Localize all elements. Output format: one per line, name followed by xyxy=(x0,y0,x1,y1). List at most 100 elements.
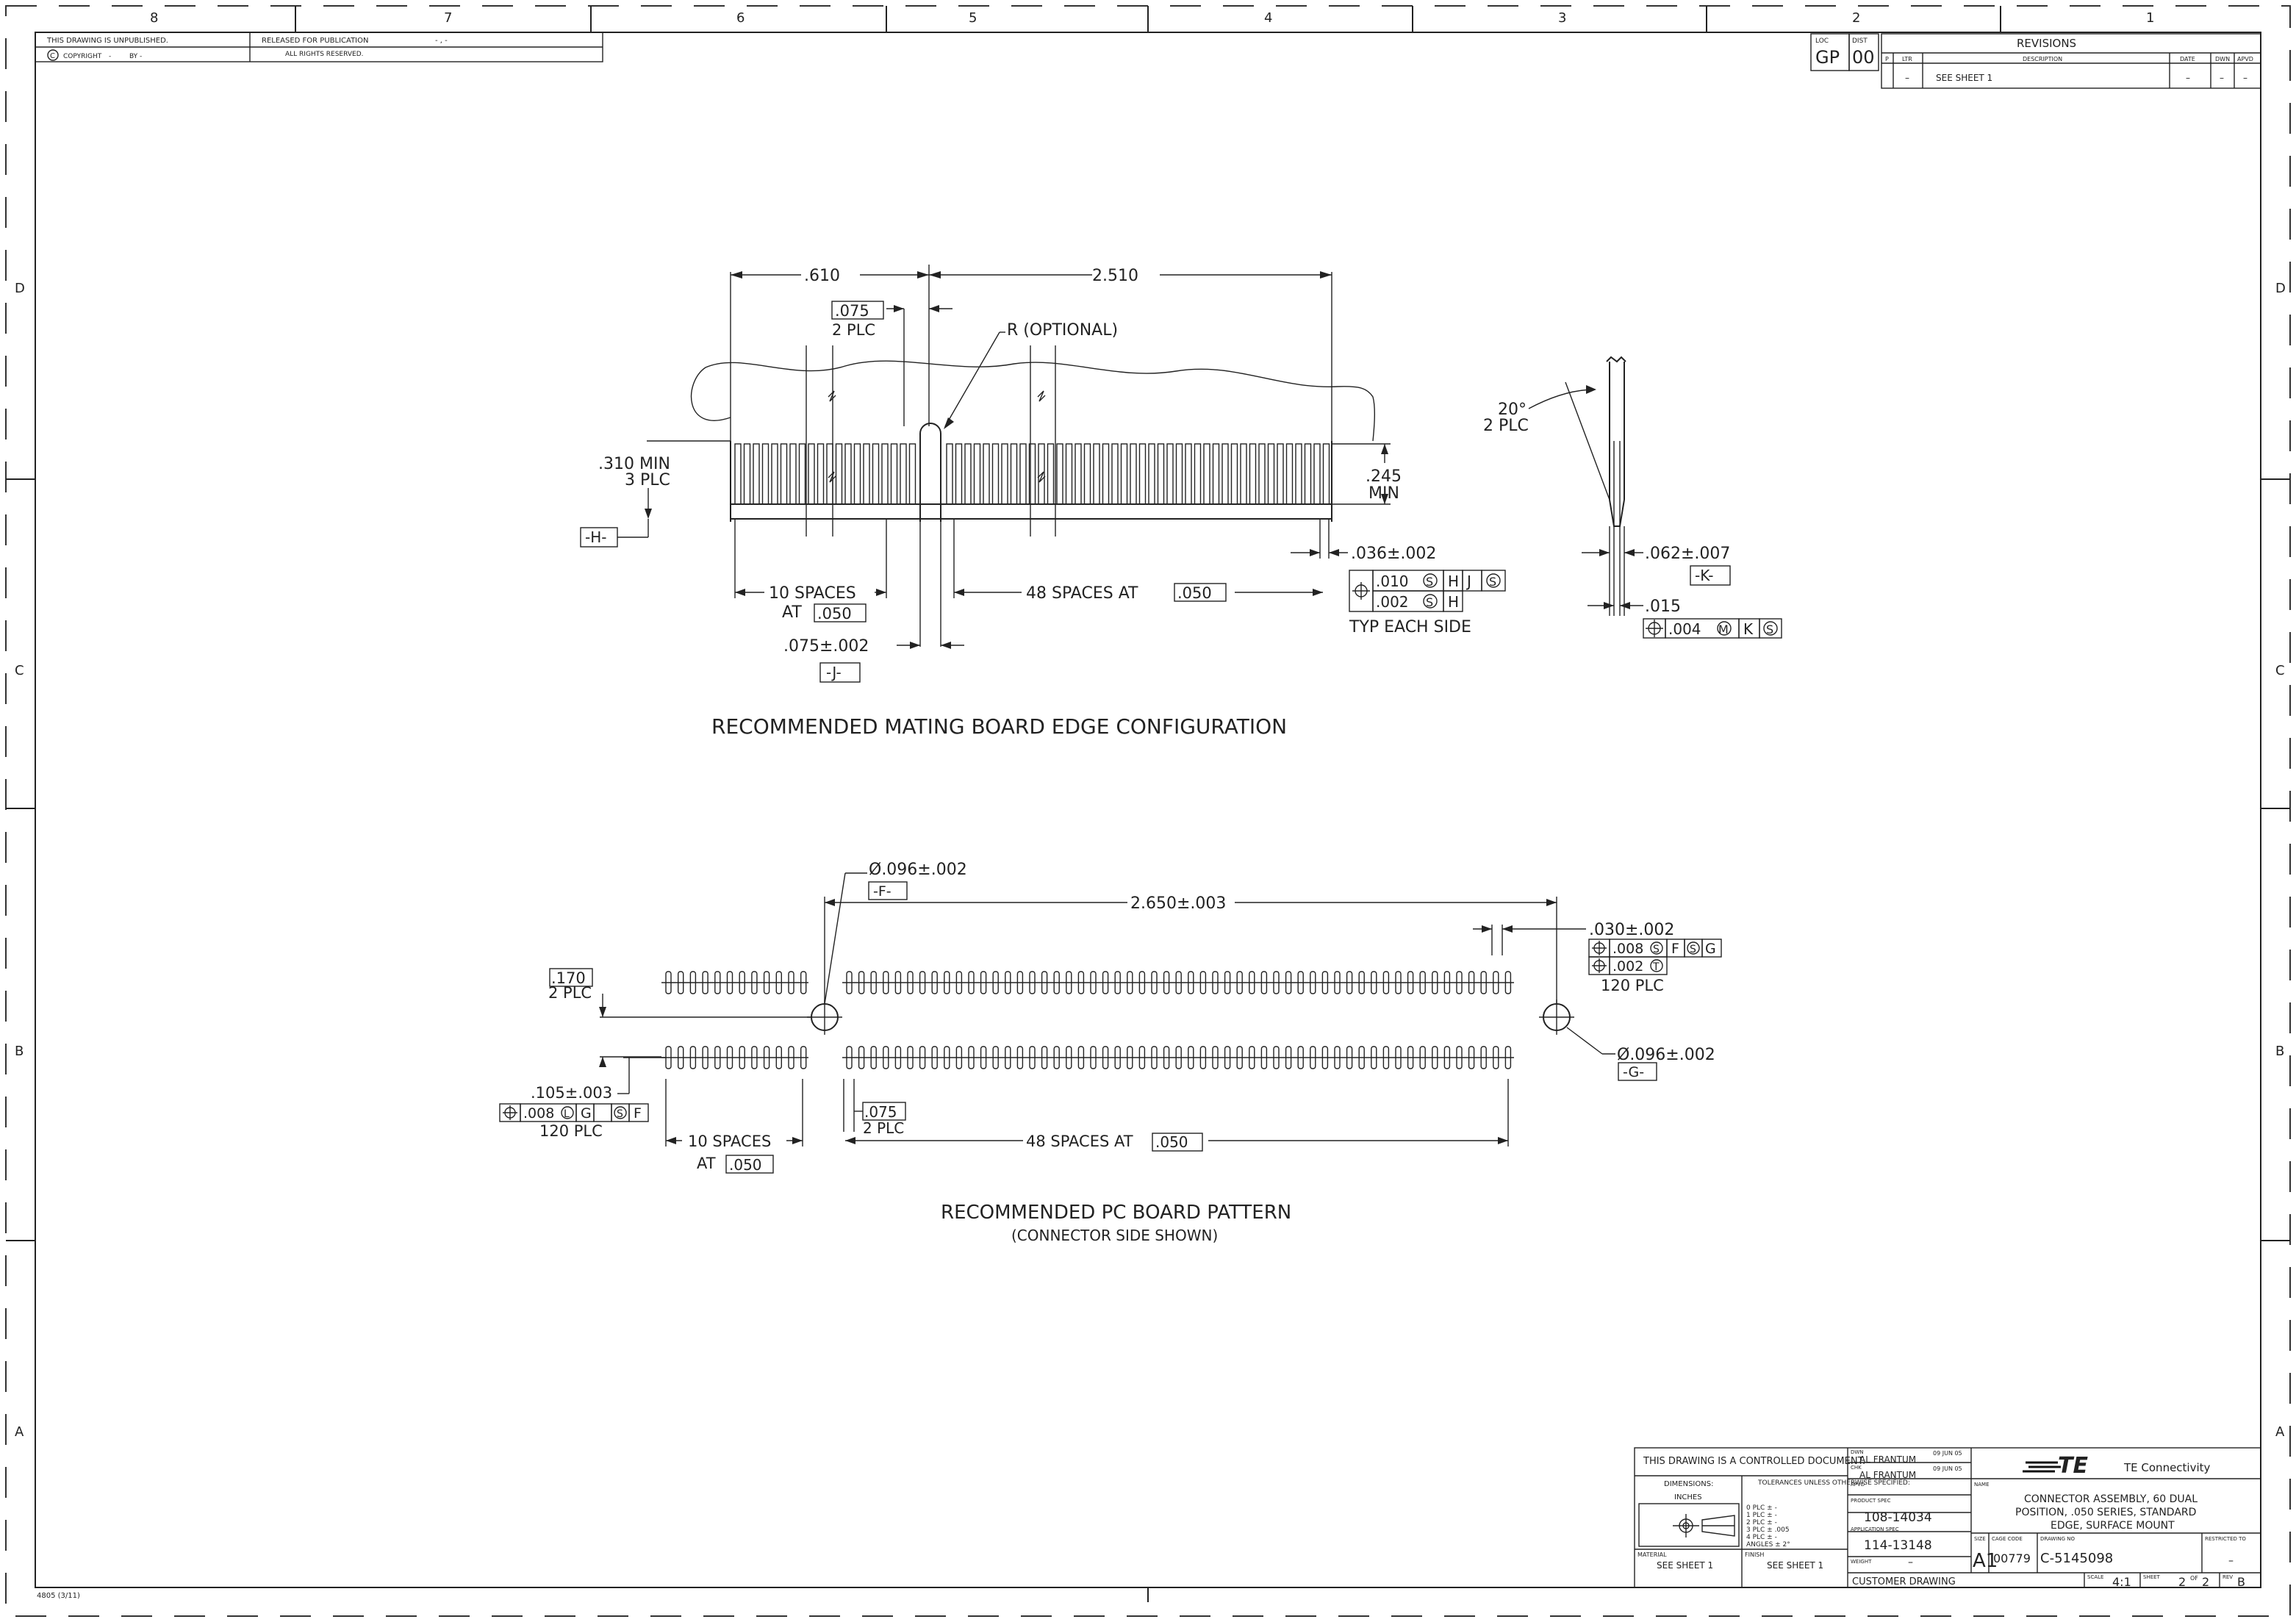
fcf-pads-ref-g: G xyxy=(1705,941,1716,957)
board-finger xyxy=(955,443,963,505)
plc3: 3 PLC xyxy=(625,471,670,489)
plc2-bottom: 2 PLC xyxy=(863,1119,904,1137)
datum-k: -K- xyxy=(1695,567,1713,584)
title-block: THIS DRAWING IS A CONTROLLED DOCUMENT. D… xyxy=(1634,1447,2261,1589)
plc120-right: 120 PLC xyxy=(1601,977,1664,994)
board-finger xyxy=(1056,443,1063,505)
at-top: AT xyxy=(782,603,802,622)
dim-310: .310 MIN xyxy=(598,455,670,473)
board-finger xyxy=(771,443,778,505)
board-finger xyxy=(844,443,852,505)
dwn-name: AL FRANTUM xyxy=(1859,1454,1916,1465)
dia-g: Ø.096±.002 xyxy=(1617,1046,1715,1064)
dist-value: 00 xyxy=(1852,47,1875,68)
zone-right-A: A xyxy=(2275,1424,2285,1440)
product-spec: 108-14034 xyxy=(1864,1510,1932,1525)
board-side-view: 20° 2 PLC .062±.007 -K- .015 .004 M K S xyxy=(1483,356,1782,639)
zone-labels: 8 7 6 5 4 3 2 1 D C B A D C B A xyxy=(15,10,2286,1440)
chk-name: AL FRANTUM xyxy=(1859,1470,1916,1480)
scale-label: SCALE xyxy=(2087,1574,2103,1580)
zone-right-B: B xyxy=(2275,1044,2284,1059)
fcf-left-val: .008 xyxy=(523,1105,554,1122)
dim-105: .105±.003 xyxy=(531,1084,612,1102)
tolerances-label: TOLERANCES UNLESS OTHERWISE SPECIFIED: xyxy=(1757,1479,1910,1487)
zone-right-D: D xyxy=(2275,281,2286,296)
rev-col-ltr: LTR xyxy=(1902,56,1912,62)
fcf-edge-mod1: S xyxy=(1426,575,1433,589)
board-finger xyxy=(1258,443,1266,505)
dwn-date: 09 JUN 05 xyxy=(1933,1450,1962,1457)
side-plc2: 2 PLC xyxy=(1483,417,1529,435)
tol-row-0: 0 PLC ± - xyxy=(1746,1504,1777,1512)
board-finger xyxy=(1267,443,1275,505)
rev-value: B xyxy=(2237,1575,2245,1589)
board-finger xyxy=(1249,443,1257,505)
fcf-left-ref-f: F xyxy=(634,1105,642,1122)
sheet-total: 2 xyxy=(2202,1575,2209,1589)
board-finger xyxy=(1102,443,1110,505)
copyright-dash: - xyxy=(109,53,111,60)
application-spec: 114-13148 xyxy=(1864,1538,1932,1553)
zone-top-4: 4 xyxy=(1264,10,1272,26)
board-finger xyxy=(734,443,742,505)
typ-each-side: TYP EACH SIDE xyxy=(1349,618,1471,636)
dim-170: .170 xyxy=(551,969,586,987)
fcf-pads-mod1: S xyxy=(1653,944,1660,955)
loc-label: LOC xyxy=(1815,37,1829,45)
view2-title: RECOMMENDED PC BOARD PATTERN xyxy=(941,1202,1291,1224)
board-finger xyxy=(1166,443,1174,505)
dim-075-top: .075 xyxy=(835,302,869,320)
dim-062: .062±.007 xyxy=(1645,545,1730,563)
pitch-050-bottom-a: .050 xyxy=(729,1156,762,1174)
zone-left-C: C xyxy=(15,663,24,678)
product-spec-label: PRODUCT SPEC xyxy=(1851,1498,1891,1504)
chk-label: CHK xyxy=(1851,1465,1862,1471)
rev-row-desc: SEE SHEET 1 xyxy=(1936,73,1992,83)
board-finger xyxy=(1230,443,1238,505)
drawing-no: C-5145098 xyxy=(2040,1551,2113,1566)
board-finger xyxy=(900,443,907,505)
board-finger xyxy=(1194,443,1202,505)
fcf-side-mod-m: M xyxy=(1718,622,1729,636)
r-optional: R (OPTIONAL) xyxy=(1007,321,1118,340)
datum-h: -H- xyxy=(585,528,606,546)
mating-board-edge-view: .610 2.510 .075 2 PLC R (OPTIONAL) .310 … xyxy=(580,265,1506,739)
board-fingers xyxy=(734,443,1330,505)
datum-j: -J- xyxy=(826,664,842,681)
tol-row-2: 2 PLC ± - xyxy=(1746,1519,1777,1526)
unpublished-note: THIS DRAWING IS UNPUBLISHED. xyxy=(46,37,168,45)
fcf-pads-val1: .008 xyxy=(1612,941,1643,957)
controlled-note: THIS DRAWING IS A CONTROLLED DOCUMENT. xyxy=(1643,1456,1865,1467)
cage-label: CAGE CODE xyxy=(1992,1536,2023,1542)
tolerance-rows: 0 PLC ± - 1 PLC ± - 2 PLC ± - 3 PLC ± .0… xyxy=(1746,1504,1790,1549)
fcf-side-mod-s: S xyxy=(1766,622,1773,636)
dim-2510: 2.510 xyxy=(1092,267,1138,285)
copyright-icon xyxy=(47,49,59,61)
rev-row-apvd: – xyxy=(2243,73,2247,83)
plc2-left: 2 PLC xyxy=(548,984,592,1002)
te-logo: TE xyxy=(2023,1453,2088,1479)
scale-value: 4:1 xyxy=(2112,1575,2131,1589)
name-line-2: POSITION, .050 SERIES, STANDARD xyxy=(2015,1507,2196,1518)
sheet-label: SHEET xyxy=(2143,1574,2161,1580)
board-finger xyxy=(1285,443,1294,505)
board-finger xyxy=(973,443,981,505)
at-bottom: AT xyxy=(697,1155,716,1172)
zone-left-D: D xyxy=(15,281,25,296)
sheet-value: 2 xyxy=(2178,1575,2186,1589)
brand-name: TE Connectivity xyxy=(2123,1461,2211,1474)
dim-075-box xyxy=(831,301,884,320)
board-finger xyxy=(789,443,797,505)
fcf-edge-mod2: S xyxy=(1489,575,1496,589)
rev-row-date: – xyxy=(2186,73,2190,83)
board-finger xyxy=(1047,443,1055,505)
dim-245: .245 xyxy=(1366,467,1402,486)
board-finger xyxy=(1322,443,1330,505)
rev-label: REV xyxy=(2223,1574,2233,1580)
copyright-label: COPYRIGHT xyxy=(63,53,102,60)
board-finger xyxy=(1075,443,1082,505)
dimensions-label: DIMENSIONS: xyxy=(1664,1480,1713,1488)
rights-note: ALL RIGHTS RESERVED. xyxy=(285,51,364,58)
tol-row-4: 4 PLC ± - xyxy=(1746,1534,1777,1541)
material-label: MATERIAL xyxy=(1637,1551,1667,1558)
